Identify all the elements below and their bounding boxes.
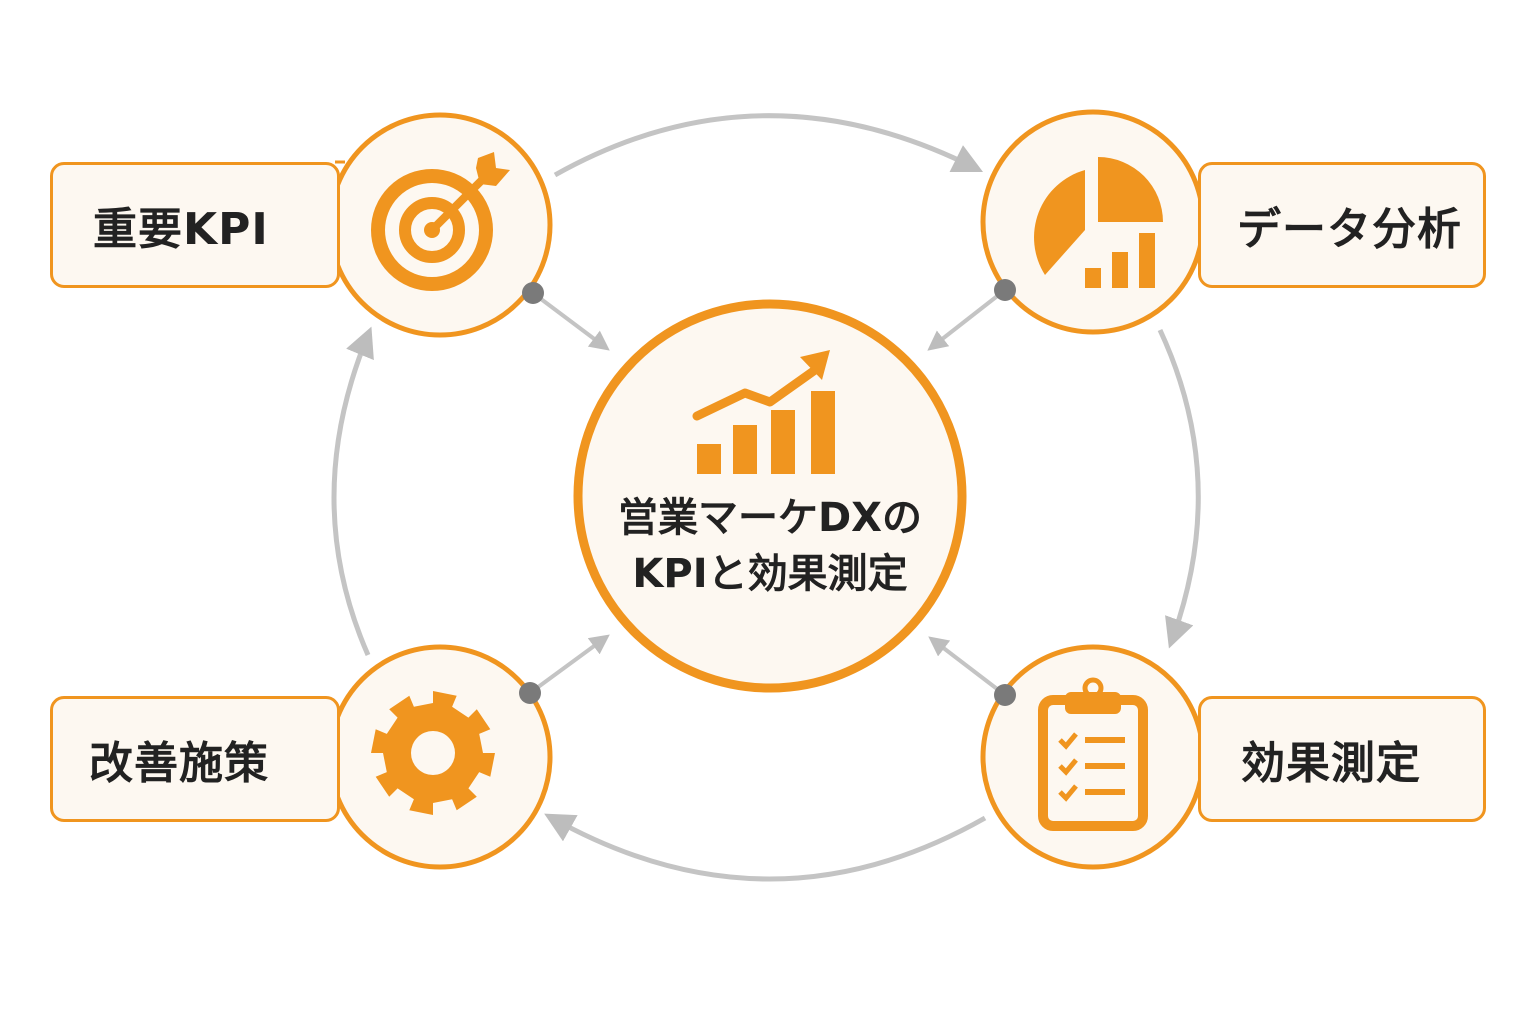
- cycle-arrow-improve-to-kpi: [331, 326, 374, 657]
- label-analysis: データ分析: [1237, 204, 1462, 255]
- cycle-arrow-analysis-to-measure: [1157, 328, 1201, 649]
- gear-icon: [371, 691, 495, 815]
- spoke-improve-to-center: [528, 634, 610, 695]
- cycle-arrow-kpi-to-analysis: [553, 113, 984, 178]
- label-box-improve: 改善施策: [50, 696, 340, 822]
- gear-hole: [411, 731, 455, 775]
- target-icon: [371, 152, 510, 291]
- label-improve: 改善施策: [89, 738, 269, 789]
- center-title-line1: 営業マーケDXの: [617, 495, 923, 541]
- cycle-arrow-measure-to-improve: [544, 813, 987, 882]
- label-box-measure: 効果測定: [1198, 696, 1486, 822]
- center-circle: [573, 299, 967, 693]
- connector-dot-measure: [994, 684, 1016, 706]
- label-kpi: 重要KPI: [93, 204, 269, 255]
- growth-chart-icon: [692, 350, 835, 474]
- label-box-kpi: 重要KPI: [50, 162, 340, 288]
- connector-dot-kpi: [522, 282, 544, 304]
- node-circle-analysis: [980, 109, 1206, 335]
- label-measure: 効果測定: [1241, 738, 1421, 789]
- pie-bar-chart-icon: [1034, 157, 1163, 288]
- spoke-analysis-to-center: [927, 288, 1007, 351]
- spoke-measure-to-center: [928, 636, 1007, 697]
- center-title: 営業マーケDXの KPIと効果測定: [590, 490, 950, 602]
- label-box-analysis: データ分析: [1198, 162, 1486, 288]
- clipboard-checklist-icon: [1038, 677, 1148, 831]
- connector-dot-improve: [519, 682, 541, 704]
- connector-dot-analysis: [994, 279, 1016, 301]
- center-title-line2: KPIと効果測定: [632, 551, 908, 597]
- spoke-kpi-to-center: [531, 291, 610, 351]
